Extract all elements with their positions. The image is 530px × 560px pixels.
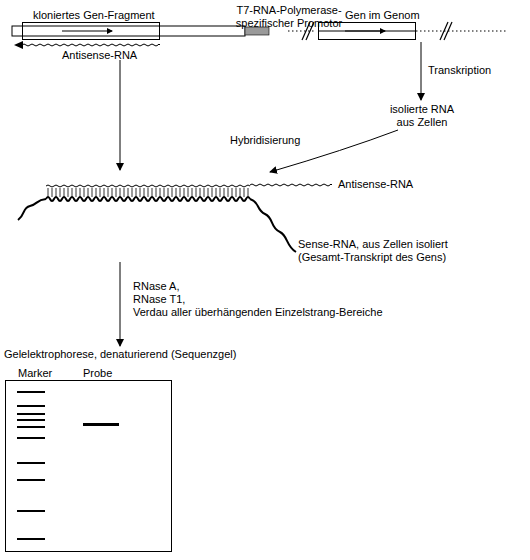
base-pair-rung — [52, 188, 53, 197]
base-pair-rung — [244, 188, 245, 197]
base-pair-rung — [80, 188, 81, 197]
base-pair-rung — [192, 188, 193, 197]
base-pair-rung — [96, 188, 97, 197]
gene-direction-arrow — [62, 31, 112, 32]
break-slash — [444, 22, 452, 40]
base-pair-rung — [116, 188, 117, 197]
node-heading: Probe — [83, 367, 112, 379]
base-pair-rung — [104, 188, 105, 197]
base-pair-rung — [88, 188, 89, 197]
genome-line — [318, 31, 416, 32]
base-pair-rung — [64, 188, 65, 197]
base-pair-rung — [220, 188, 221, 197]
base-pair-rung — [84, 188, 85, 197]
base-pair-rung — [48, 188, 49, 197]
base-pair-rung — [188, 188, 189, 197]
base-pair-rung — [184, 188, 185, 197]
base-pair-rung — [204, 188, 205, 197]
base-pair-rung — [232, 188, 233, 197]
base-pair-rung — [196, 188, 197, 197]
base-pair-rung — [108, 188, 109, 197]
base-pair-rung — [180, 188, 181, 197]
base-pair-rung — [168, 188, 169, 197]
sample-label: isolierte RNA aus Zellen — [381, 103, 463, 129]
base-pair-rung — [176, 188, 177, 197]
antisense-strand — [46, 185, 250, 187]
antisense-arrowhead — [14, 41, 23, 49]
base-pair-rung — [160, 188, 161, 197]
step-label: Transkription — [428, 64, 528, 77]
strand-label: Sense-RNA, aus Zellen isoliert (Gesamt-T… — [298, 238, 470, 264]
gel-bands — [17, 391, 119, 540]
base-pair-rung — [156, 188, 157, 197]
break-slash — [440, 22, 448, 40]
base-pair-rung — [124, 188, 125, 197]
base-pair-rung — [120, 188, 121, 197]
sense-overhang — [250, 199, 296, 252]
strand-label: Antisense-RNA — [62, 49, 182, 62]
base-pair-rung — [76, 188, 77, 197]
step-label: Hybridisierung — [230, 134, 340, 147]
step-label: RNase A, RNase T1, Verdau aller überhäng… — [133, 280, 433, 319]
base-pair-rung — [136, 188, 137, 197]
base-pair-rung — [68, 188, 69, 197]
base-pair-rung — [72, 188, 73, 197]
genome-line — [288, 31, 316, 32]
method-label: Gelelektrophorese, denaturierend (Sequen… — [4, 348, 324, 361]
gene-direction-arrow — [345, 31, 385, 32]
gene-box: kloniertes Gen-Fragment — [22, 22, 160, 40]
base-pair-rung — [200, 188, 201, 197]
antisense-rna-wave — [22, 44, 160, 46]
genome-line — [416, 31, 506, 32]
base-pair-rung — [216, 188, 217, 197]
base-pair-rung — [164, 188, 165, 197]
base-pair-rungs — [48, 188, 248, 197]
base-pair-rung — [228, 188, 229, 197]
base-pair-rung — [240, 188, 241, 197]
base-pair-rung — [224, 188, 225, 197]
antisense-overhang — [250, 184, 332, 186]
base-pair-rung — [208, 188, 209, 197]
base-pair-rung — [248, 188, 249, 197]
flow-arrow — [120, 60, 121, 170]
gel-box: MarkerProbe — [5, 380, 172, 552]
base-pair-rung — [100, 188, 101, 197]
strand-label: Antisense-RNA — [338, 178, 458, 191]
flow-arrow — [421, 42, 422, 100]
node-heading: kloniertes Gen-Fragment — [33, 9, 155, 21]
base-pair-rung — [132, 188, 133, 197]
promoter-label: T7-RNA-Polymerase- spezifischer Promotor — [228, 4, 350, 30]
base-pair-rung — [92, 188, 93, 197]
base-pair-rung — [140, 188, 141, 197]
base-pair-rung — [60, 188, 61, 197]
node-heading: Marker — [18, 367, 52, 379]
base-pair-rung — [144, 188, 145, 197]
base-pair-rung — [152, 188, 153, 197]
base-pair-rung — [56, 188, 57, 197]
base-pair-rung — [112, 188, 113, 197]
base-pair-rung — [128, 188, 129, 197]
base-pair-rung — [172, 188, 173, 197]
flow-arrow — [120, 262, 121, 346]
sense-strand — [46, 197, 250, 201]
base-pair-rung — [236, 188, 237, 197]
node-heading: Gen im Genom — [345, 9, 420, 21]
base-pair-rung — [212, 188, 213, 197]
sense-overhang — [18, 199, 46, 220]
vector-strand — [12, 26, 245, 36]
base-pair-rung — [148, 188, 149, 197]
